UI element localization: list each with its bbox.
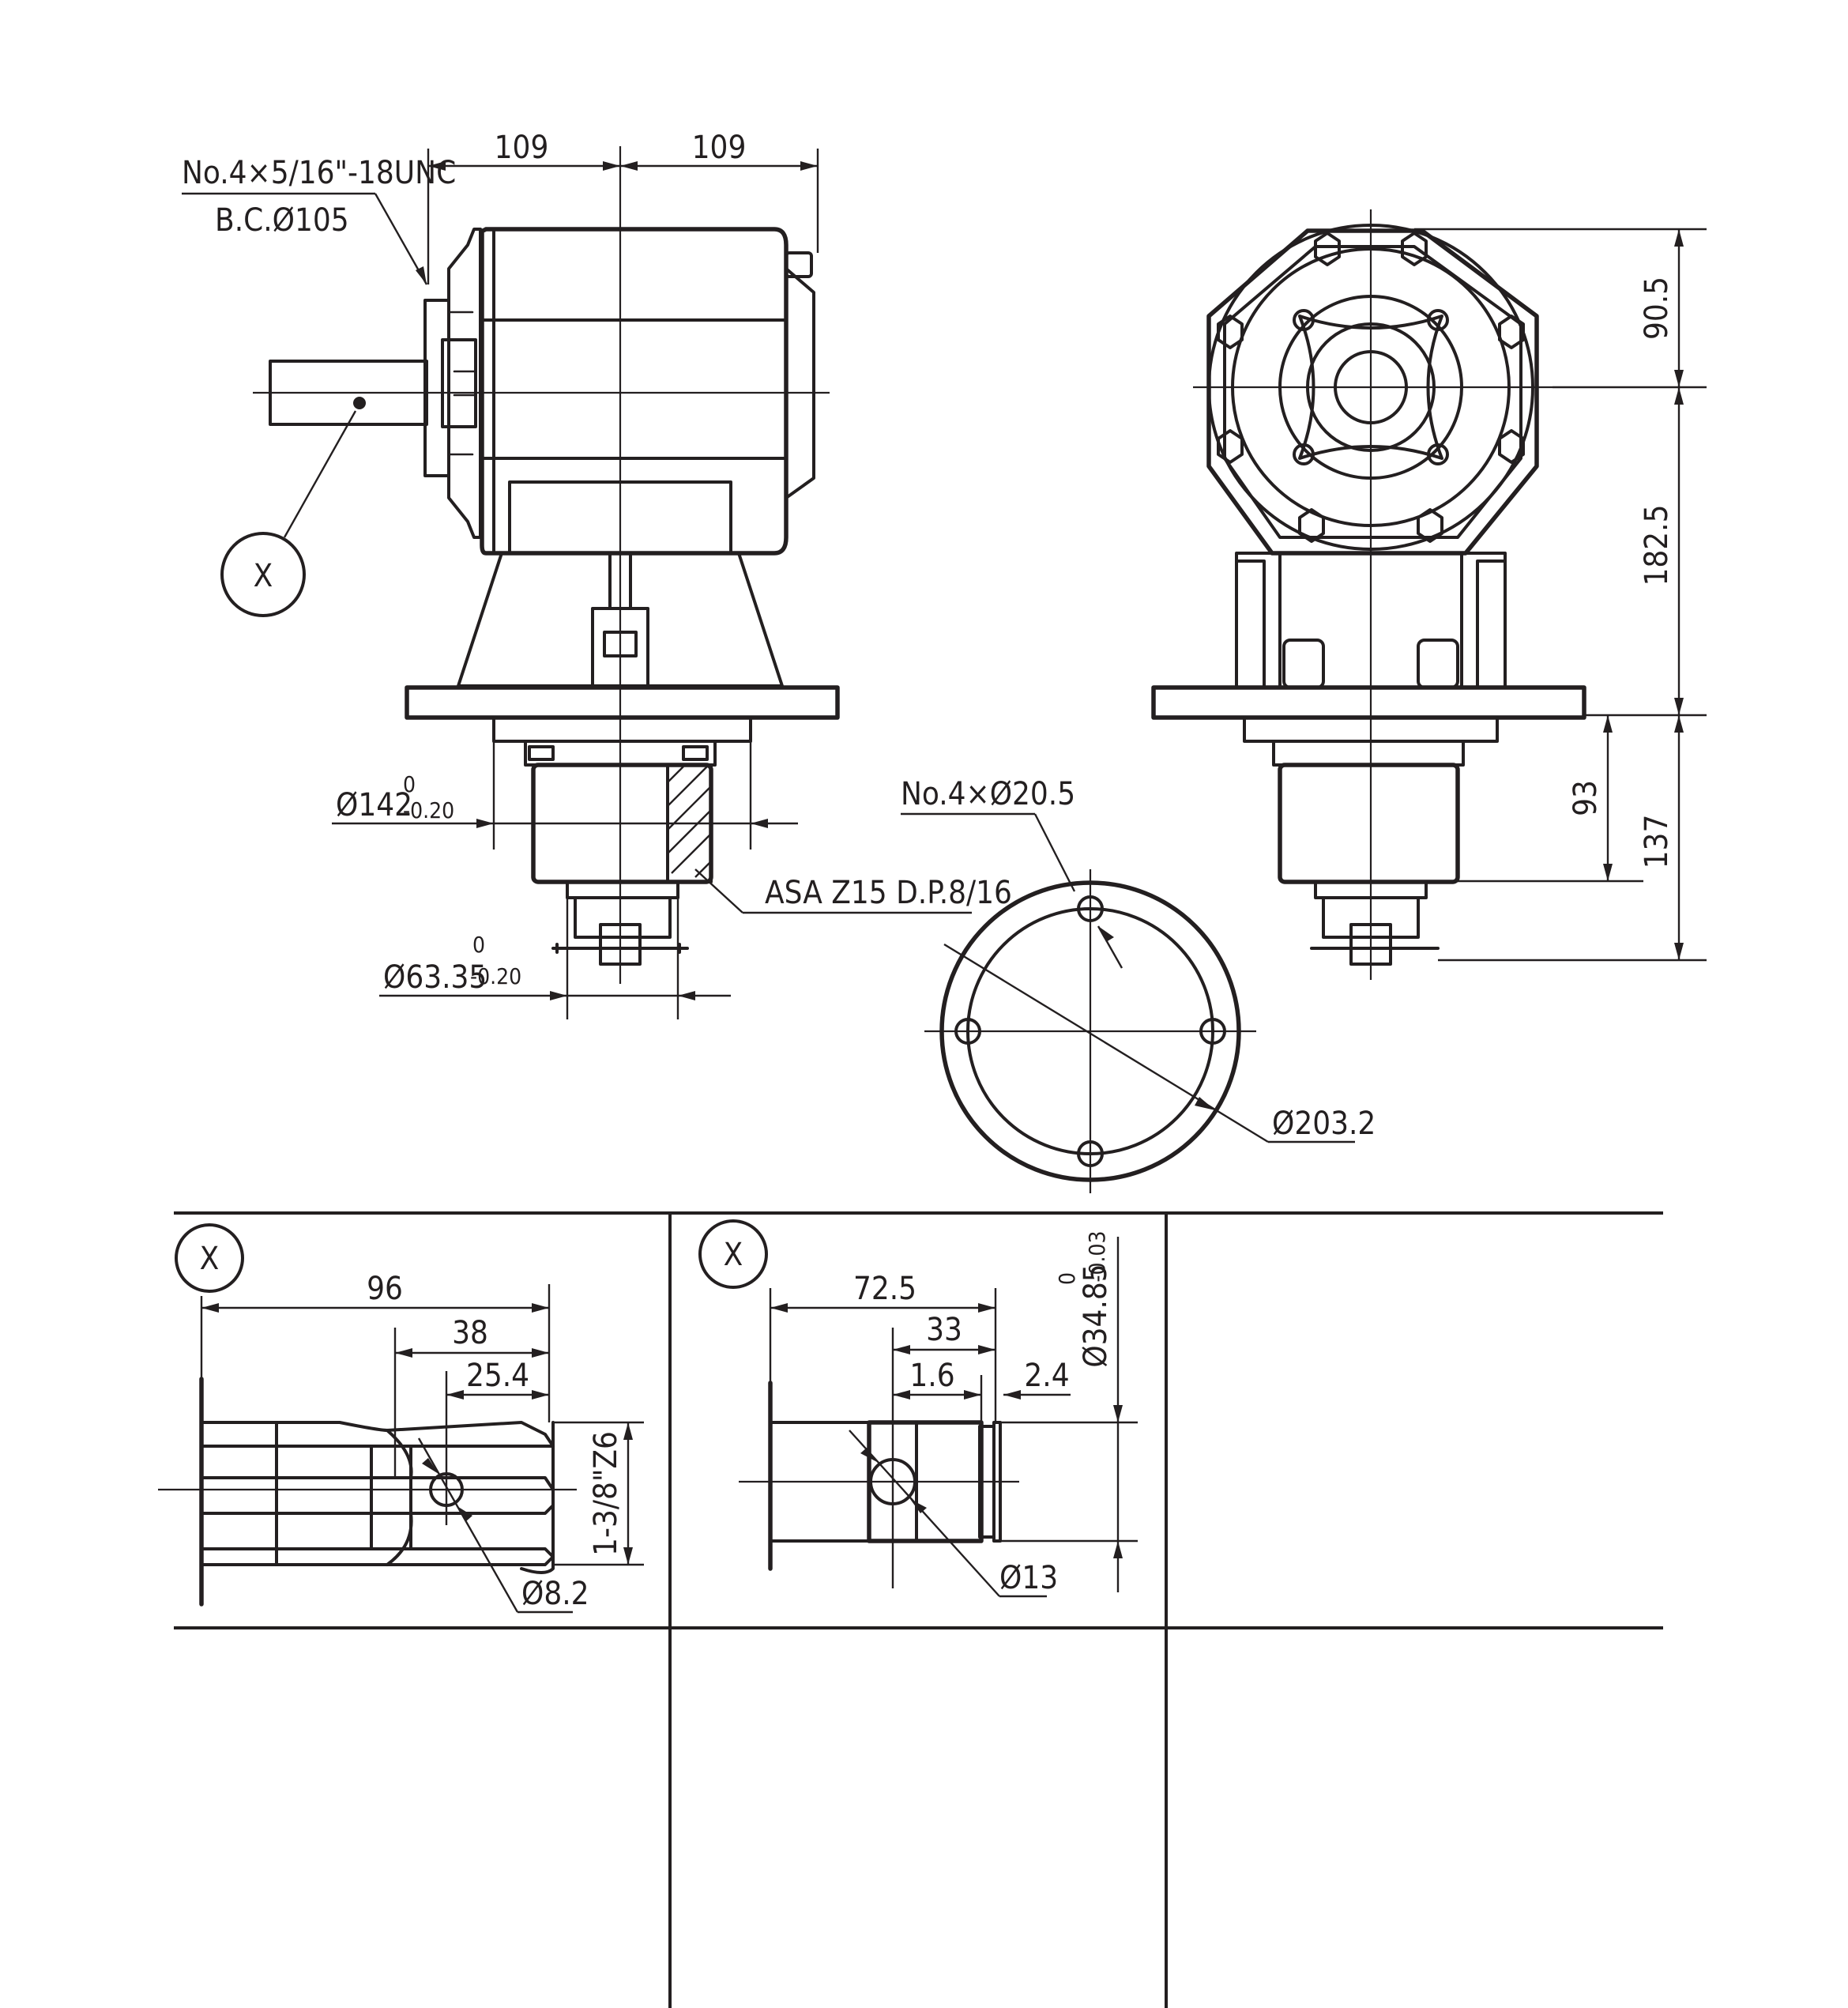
side-view-dimensions: 109 109 No.4×5/16"-18UNC B.C.Ø105 X Ø142… bbox=[182, 130, 1012, 1019]
front-view bbox=[1151, 209, 1586, 980]
base-plate bbox=[405, 685, 840, 720]
detail-x-round-shaft: X 72.5 33 1.6 2.4 Ø34.85 0 -0.03 bbox=[698, 1219, 1138, 1598]
flange-dia-label: Ø203.2 bbox=[1272, 1106, 1376, 1142]
dia-142-tol-upper: 0 bbox=[403, 771, 416, 797]
dia-63-label: Ø63.35 bbox=[383, 959, 487, 996]
height-93-label: 93 bbox=[1568, 780, 1604, 816]
detail-x2-marker: X bbox=[724, 1237, 743, 1273]
output-hub bbox=[492, 716, 752, 966]
height-182-label: 182.5 bbox=[1639, 505, 1675, 586]
dia-142-label: Ø142 bbox=[336, 787, 412, 823]
flange-view: No.4×Ø20.5 Ø203.2 bbox=[901, 776, 1376, 1193]
width-right-label: 109 bbox=[692, 130, 747, 166]
main-housing bbox=[480, 227, 815, 556]
dim-25-label: 25.4 bbox=[466, 1358, 529, 1394]
octagon-bolts bbox=[1217, 232, 1525, 543]
octagon-housing bbox=[1206, 224, 1539, 556]
shaft-keyhole bbox=[353, 397, 366, 409]
width-left-label: 109 bbox=[495, 130, 549, 166]
shaft-tol-upper: 0 bbox=[1054, 1272, 1080, 1285]
dim-96-label: 96 bbox=[367, 1271, 403, 1307]
side-view bbox=[253, 146, 840, 984]
dim-38-label: 38 bbox=[452, 1315, 488, 1351]
dia-142-tol-lower: -0.20 bbox=[403, 797, 454, 823]
bolt-thread-label: No.4×5/16"-18UNC bbox=[182, 155, 456, 191]
dia-63-tol-upper: 0 bbox=[472, 932, 485, 958]
height-90-label: 90.5 bbox=[1639, 277, 1675, 340]
shaft-dia-label: Ø34.85 bbox=[1078, 1264, 1114, 1367]
hole-x1-label: Ø8.2 bbox=[521, 1576, 589, 1612]
dim-24-label: 2.4 bbox=[1024, 1358, 1069, 1394]
input-flange bbox=[423, 228, 482, 539]
front-base-plate bbox=[1151, 685, 1586, 720]
detail-marker-circle bbox=[220, 532, 306, 617]
holes-spec-label: No.4×Ø20.5 bbox=[901, 776, 1075, 812]
dim-33-label: 33 bbox=[926, 1312, 962, 1348]
hole-x2-label: Ø13 bbox=[999, 1560, 1058, 1596]
detail-table-grid bbox=[174, 1211, 1663, 2008]
dia-63-tol-lower: -0.20 bbox=[470, 963, 521, 989]
detail-marker-label: X bbox=[254, 558, 273, 594]
detail-x-spline-shaft: X 96 38 25.4 1-3/8"Z6 bbox=[158, 1223, 644, 1614]
front-view-dimensions: 90.5 182.5 93 137 bbox=[1414, 228, 1707, 962]
gear-spec-label: ASA Z15 D.P.8/16 bbox=[765, 875, 1012, 911]
hatch bbox=[667, 766, 712, 878]
spline-label: 1-3/8"Z6 bbox=[588, 1431, 624, 1556]
shaft-tol-lower: -0.03 bbox=[1084, 1230, 1110, 1282]
bolt-circle-label: B.C.Ø105 bbox=[215, 202, 349, 239]
dim-16-label: 1.6 bbox=[909, 1358, 954, 1394]
height-137-label: 137 bbox=[1639, 815, 1675, 869]
dim-72-label: 72.5 bbox=[853, 1271, 916, 1307]
detail-x1-marker: X bbox=[200, 1241, 220, 1277]
